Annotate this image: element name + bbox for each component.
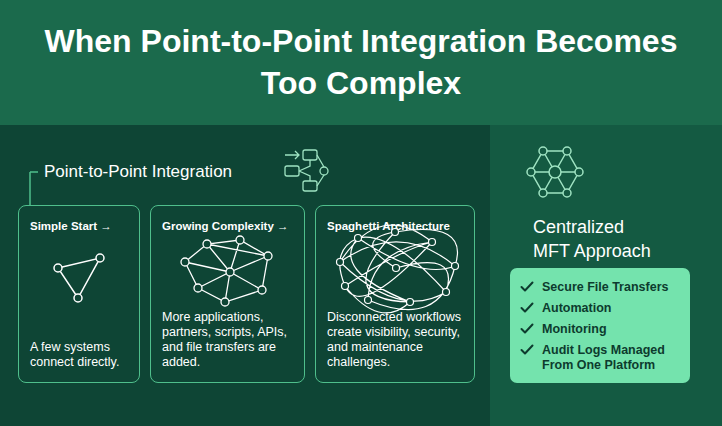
stage-box: Spaghetti ArchitectureDisconnected workf… xyxy=(315,205,475,383)
growing-graph xyxy=(181,236,272,306)
stage-box: Simple Start → A few systems connect dire… xyxy=(18,205,140,383)
graph-node xyxy=(203,240,211,248)
checklist-item: Audit Logs Managed From One Platform xyxy=(520,343,682,373)
icon-square xyxy=(285,166,299,176)
check-mark xyxy=(522,304,533,312)
network-node xyxy=(539,189,547,197)
panel: Centralized MFT ApproachSecure File Tran… xyxy=(490,125,722,426)
simple-graph xyxy=(54,254,104,302)
graph-node xyxy=(355,235,362,242)
graph-node xyxy=(429,239,436,246)
graph-node xyxy=(407,299,414,306)
box-heading: Spaghetti Architecture xyxy=(327,219,450,233)
graph-node xyxy=(54,264,62,272)
graph-node xyxy=(365,297,372,304)
bracket-line xyxy=(29,172,31,206)
box-heading: Growing Complexity → xyxy=(162,219,289,233)
icon-circle xyxy=(320,167,328,175)
graph-node xyxy=(226,268,234,276)
graph-node xyxy=(236,236,244,244)
checklist-box: Secure File TransfersAutomationMonitorin… xyxy=(510,268,690,383)
panel: Point-to-Point IntegrationSimple Start →… xyxy=(0,125,490,426)
icon-square xyxy=(303,150,317,160)
check-mark xyxy=(522,346,533,354)
checklist-item: Secure File Transfers xyxy=(520,280,682,295)
checklist-item: Monitoring xyxy=(520,322,682,337)
network-hub xyxy=(549,166,561,178)
graph-node xyxy=(342,283,349,290)
check-mark xyxy=(520,302,534,314)
graph-node xyxy=(96,254,104,262)
graph-node xyxy=(221,298,229,306)
network-node xyxy=(575,168,583,176)
graph-node xyxy=(258,286,266,294)
graph-node xyxy=(392,229,399,236)
graph-node xyxy=(194,284,202,292)
check-mark xyxy=(522,325,533,333)
network-node xyxy=(563,189,571,197)
icon-square xyxy=(303,181,317,191)
graph-node xyxy=(443,289,450,296)
graph-links xyxy=(185,240,268,302)
network-links xyxy=(531,151,579,193)
panel-heading: Point-to-Point Integration xyxy=(44,162,232,182)
graph-node xyxy=(264,252,272,260)
flow-icon xyxy=(285,150,328,191)
icon-arrow xyxy=(285,151,299,159)
graph-node xyxy=(452,263,459,270)
stage-box: Growing Complexity → More applications, p… xyxy=(150,205,305,383)
graph-node xyxy=(74,294,82,302)
network-icon xyxy=(527,147,583,197)
panel-heading: Centralized MFT Approach xyxy=(533,215,658,263)
network-node xyxy=(563,147,571,155)
box-body: More applications, partners, scripts, AP… xyxy=(162,310,296,370)
check-mark xyxy=(522,283,533,291)
graph-links xyxy=(340,225,458,313)
spaghetti-graph xyxy=(337,225,459,313)
checklist-item: Automation xyxy=(520,301,682,316)
check-mark xyxy=(520,323,534,335)
network-node xyxy=(539,147,547,155)
title: When Point-to-Point Integration Becomes … xyxy=(41,20,681,104)
box-heading: Simple Start → xyxy=(30,219,112,233)
check-mark xyxy=(520,344,534,356)
bracket-line xyxy=(30,171,38,173)
graph-node xyxy=(181,258,189,266)
box-body: Disconnected workflows create visibility… xyxy=(327,310,466,370)
graph-node xyxy=(393,265,400,272)
graph-node xyxy=(337,259,344,266)
check-mark xyxy=(520,281,534,293)
icon-lines xyxy=(299,155,324,186)
graph-links xyxy=(58,258,100,298)
box-body: A few systems connect directly. xyxy=(30,340,131,370)
network-node xyxy=(527,168,535,176)
